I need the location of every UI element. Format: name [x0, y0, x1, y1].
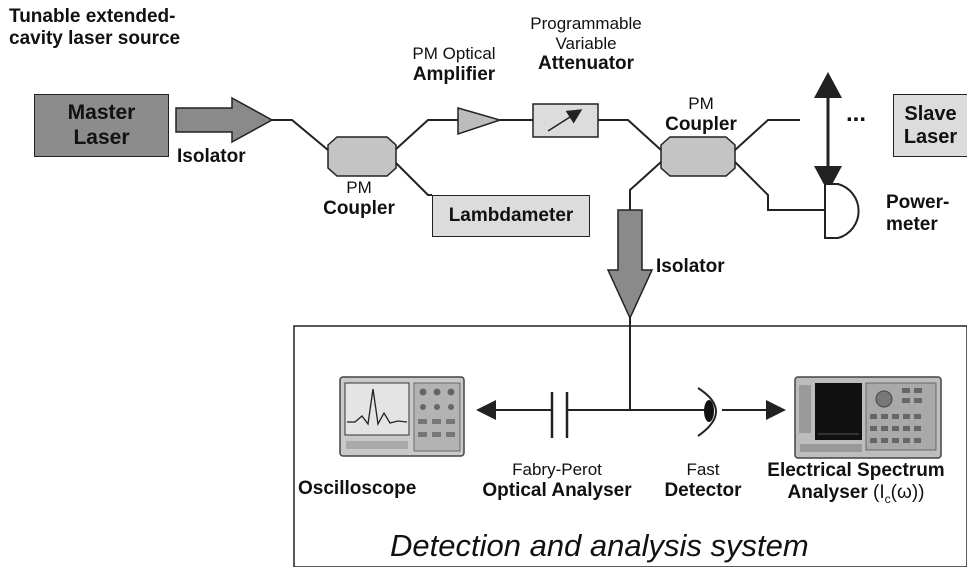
master-laser-box: Master Laser	[34, 94, 169, 157]
esa-line2: Analyser (Ic(ω))	[750, 482, 962, 507]
coupler-2-label: PM Coupler	[655, 94, 747, 135]
detector-label: Fast Detector	[658, 460, 748, 501]
master-laser-line1: Master	[67, 101, 136, 125]
fiber-attenuator-to-coupler2	[598, 119, 662, 151]
amplifier-label: PM Optical Amplifier	[392, 44, 516, 85]
isolator-2-arrow	[606, 209, 654, 320]
fabry-perot-line1: Fabry-Perot	[512, 460, 602, 479]
oscilloscope-icon	[339, 376, 465, 457]
powermeter-line2: meter	[886, 213, 938, 235]
amplifier-line2: Amplifier	[412, 63, 496, 85]
fabry-perot-line2: Optical Analyser	[482, 479, 632, 501]
fiber-master-to-coupler1	[272, 119, 329, 151]
slave-laser-line2: Laser	[903, 125, 958, 148]
powermeter-label: Power- meter	[886, 192, 949, 236]
ellipsis-dots: ...	[846, 100, 867, 127]
esa-line1: Electrical Spectrum	[767, 460, 945, 481]
oscilloscope-label: Oscilloscope	[298, 478, 417, 499]
attenuator-line1: Programmable	[530, 14, 642, 33]
coupler-1-label: PM Coupler	[318, 178, 400, 219]
attenuator-label: Programmable Variable Attenuator	[516, 14, 656, 75]
esa-label: Electrical Spectrum Analyser (Ic(ω))	[750, 460, 962, 506]
detector-curve	[697, 387, 717, 437]
fiber-coupler2-to-slave	[734, 119, 800, 151]
detection-system-title: Detection and analysis system	[390, 528, 809, 563]
detector-line2: Detector	[664, 479, 742, 501]
powermeter-line1: Power-	[886, 192, 950, 213]
fabry-perot-label: Fabry-Perot Optical Analyser	[466, 460, 648, 501]
isolator-1-label: Isolator	[177, 146, 246, 167]
spectrum-analyser-icon	[794, 376, 942, 459]
attenuator-line3: Attenuator	[537, 53, 635, 75]
slave-laser-box: Slave Laser	[893, 94, 967, 157]
amplifier-triangle	[457, 107, 503, 136]
fabry-perot-plates-icon	[550, 392, 569, 438]
coupler-1-line2: Coupler	[323, 197, 395, 219]
double-arrow-icon	[814, 72, 842, 192]
slave-laser-line1: Slave	[904, 102, 957, 125]
fiber-coupler2-to-powermeter	[734, 161, 825, 211]
attenuator-line2: Variable	[555, 33, 617, 53]
esa-sym-pre: (I	[867, 481, 885, 503]
source-title-line2: cavity laser source	[9, 27, 181, 49]
fiber-coupler2-to-isolator2	[629, 161, 662, 210]
detector-lens-icon	[704, 400, 714, 422]
amplifier-line1: PM Optical	[412, 44, 496, 63]
detection-system-frame	[293, 325, 967, 567]
powermeter-shape	[824, 183, 860, 239]
source-title-line1: Tunable extended-	[9, 6, 176, 27]
fiber-lines	[272, 119, 825, 411]
coupler-2-line2: Coupler	[665, 113, 737, 135]
lambdameter-box: Lambdameter	[432, 195, 590, 237]
coupler-2-shape	[660, 136, 736, 177]
detector-line1: Fast	[686, 460, 720, 479]
coupler-1-line1: PM	[346, 178, 372, 197]
fiber-coupler1-to-lambdameter	[394, 161, 432, 196]
esa-line2-bold: Analyser	[787, 481, 868, 503]
isolator-1-arrow	[175, 96, 274, 144]
coupler-2-line1: PM	[688, 94, 714, 113]
coupler-1-shape	[327, 136, 397, 177]
master-laser-line2: Laser	[73, 125, 130, 149]
source-title: Tunable extended- cavity laser source	[9, 6, 180, 50]
esa-sym-sub: c	[884, 491, 891, 506]
isolator-2-label: Isolator	[656, 256, 725, 277]
attenuator-arrow-icon	[547, 109, 583, 132]
fiber-coupler1-to-amplifier	[394, 119, 458, 151]
esa-sym-post: (ω))	[890, 481, 925, 503]
